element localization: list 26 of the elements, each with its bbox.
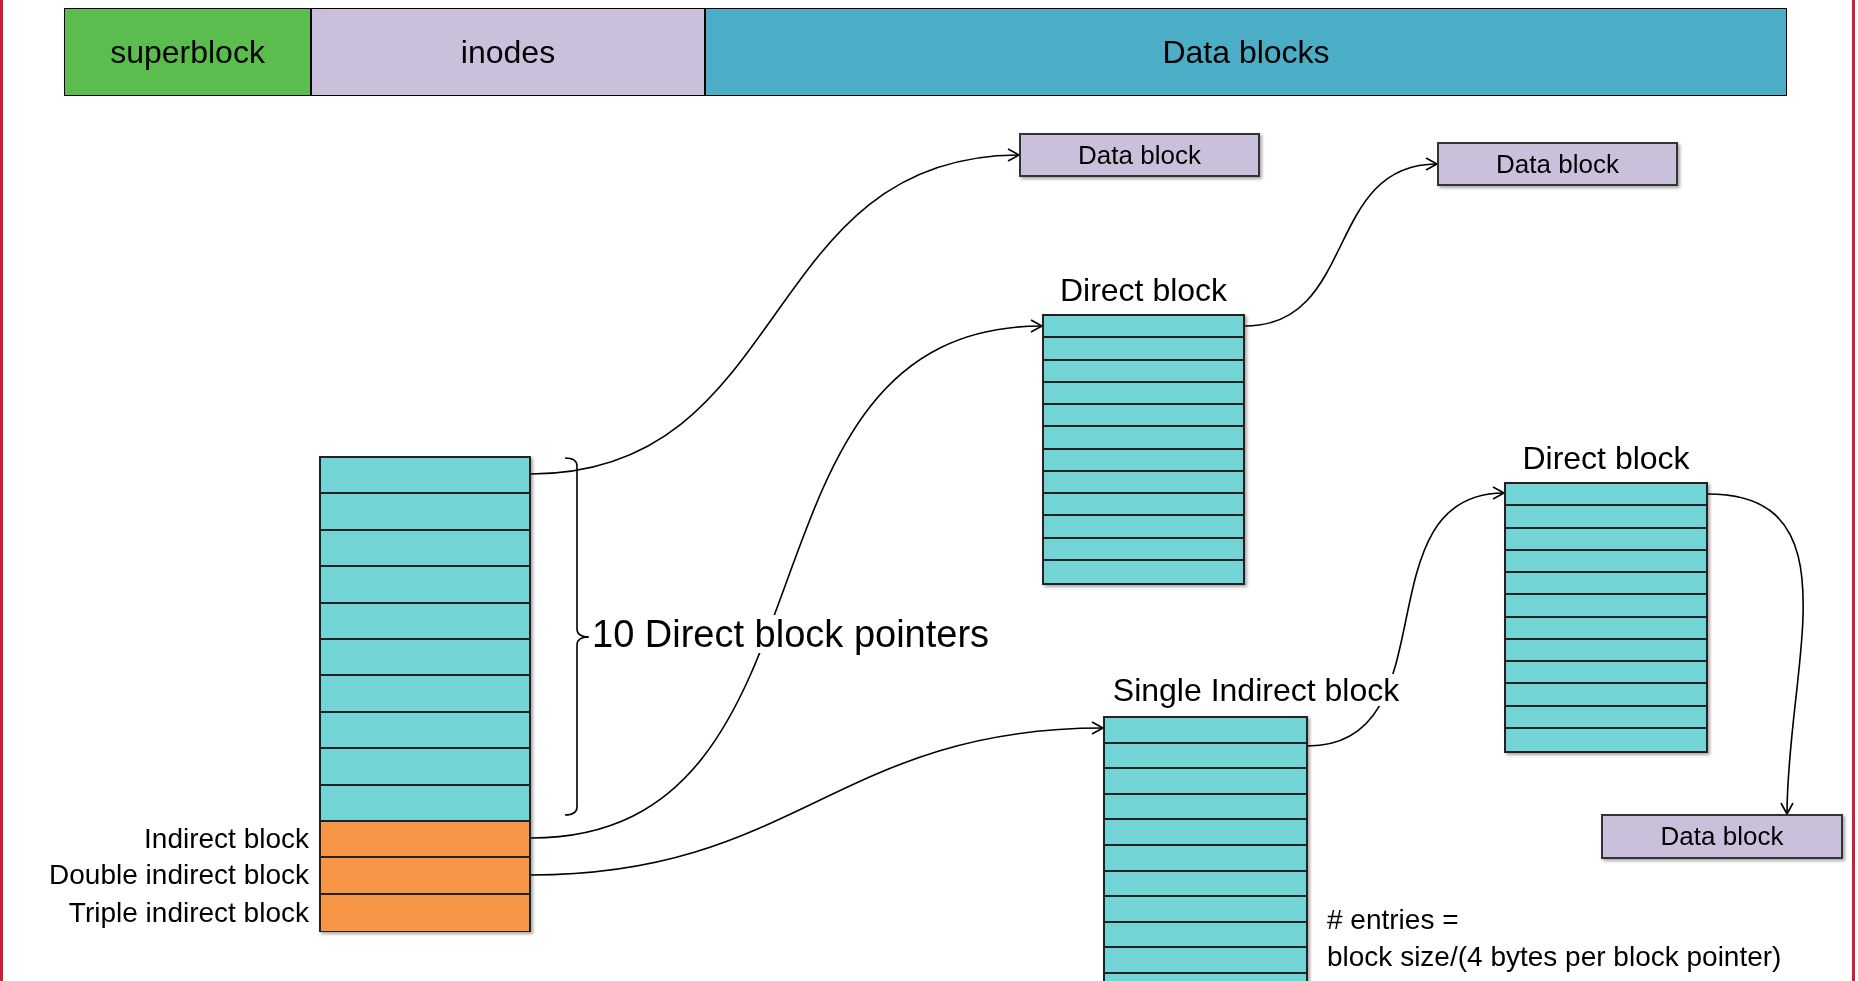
- note-text: # entries =: [1327, 906, 1459, 934]
- data-block-box: [1437, 142, 1678, 186]
- arrow: [1307, 488, 1505, 747]
- row-label: Triple indirect block: [68, 898, 309, 927]
- block-label: Data block: [1078, 138, 1201, 172]
- row-label: Indirect block: [144, 825, 309, 854]
- arrow: [530, 320, 1043, 839]
- arrow: [1707, 493, 1804, 815]
- note-text: block size/(4 bytes per block pointer): [1327, 943, 1782, 971]
- arrow: [530, 149, 1020, 475]
- segment-label: superblock: [110, 33, 265, 72]
- data-block-box: [1019, 133, 1260, 177]
- segment-label: Data blocks: [1162, 33, 1330, 72]
- pointer-row: [321, 458, 529, 495]
- partition-segment: [64, 8, 311, 96]
- block-heading: Single Indirect block: [1112, 674, 1400, 706]
- block-label: Data block: [1496, 147, 1619, 181]
- partition-segment: [311, 8, 705, 96]
- partition-segment: [705, 8, 1787, 96]
- row-label: Double indirect block: [49, 861, 309, 890]
- arrow: [1244, 158, 1438, 327]
- segment-label: inodes: [460, 33, 556, 72]
- data-block-box: [1601, 814, 1843, 859]
- brace-label: 10 Direct block pointers: [592, 615, 990, 653]
- block-label: Data block: [1660, 820, 1784, 853]
- arrow: [530, 721, 1104, 876]
